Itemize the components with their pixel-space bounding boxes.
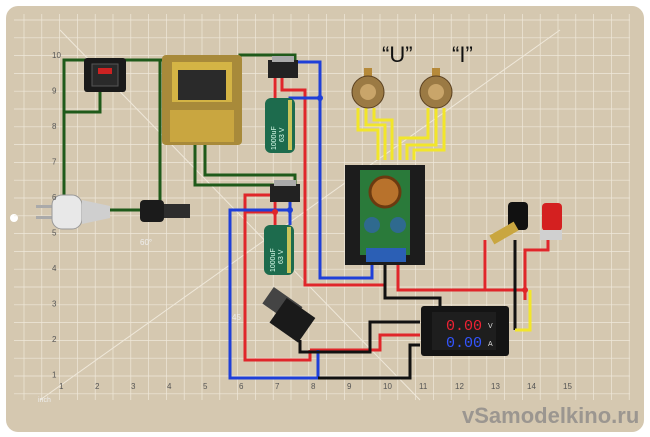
meter-voltage-unit: V bbox=[488, 323, 493, 330]
capacitor-2-capacitance: 1000uF bbox=[270, 248, 277, 272]
ruler-left-number: 1 bbox=[52, 371, 57, 380]
ruler-bottom-number: 4 bbox=[167, 382, 172, 391]
rocker-switch bbox=[84, 58, 126, 92]
ruler-left-number: 10 bbox=[52, 51, 61, 60]
terminal-red bbox=[540, 203, 562, 240]
ruler-bottom-number: 7 bbox=[275, 382, 280, 391]
regulator-bottom bbox=[270, 180, 300, 202]
pot-u-label: “U” bbox=[382, 42, 413, 67]
capacitor-2-voltage: 63 V bbox=[278, 249, 285, 264]
potentiometer-u bbox=[351, 68, 385, 109]
power-plug bbox=[36, 194, 110, 230]
ruler-left-number: 4 bbox=[52, 264, 57, 273]
buck-converter-module bbox=[345, 165, 425, 265]
mat-hole bbox=[10, 214, 18, 222]
ruler-unit-label: inch bbox=[38, 397, 51, 404]
ruler-bottom-number: 12 bbox=[455, 382, 464, 391]
angle-60-label: 60° bbox=[140, 238, 152, 247]
ruler-left-number: 5 bbox=[52, 229, 57, 238]
ruler-bottom-number: 10 bbox=[383, 382, 392, 391]
ruler-left-number: 6 bbox=[52, 193, 57, 202]
capacitor-1-capacitance: 1000uF bbox=[271, 126, 278, 150]
ruler-left-number: 3 bbox=[52, 300, 57, 309]
terminal-black bbox=[489, 202, 528, 245]
ruler-bottom-number: 1 bbox=[59, 382, 64, 391]
angle-45-label: 45 bbox=[232, 313, 241, 322]
meter-current-unit: A bbox=[488, 341, 493, 348]
ruler-bottom-number: 15 bbox=[563, 382, 572, 391]
meter-voltage: 0.00 bbox=[446, 318, 482, 335]
ruler-bottom-number: 13 bbox=[491, 382, 500, 391]
ruler-bottom-number: 6 bbox=[239, 382, 244, 391]
ruler-bottom-number: 2 bbox=[95, 382, 100, 391]
transformer bbox=[162, 55, 242, 145]
capacitor-1: 1000uF 63 V bbox=[265, 98, 295, 153]
ruler-left-number: 7 bbox=[52, 158, 57, 167]
yellow-wires bbox=[356, 108, 532, 332]
meter-current: 0.00 bbox=[446, 335, 482, 352]
pot-i-label: “I” bbox=[452, 42, 473, 67]
regulator-top bbox=[268, 56, 298, 78]
junction-dots bbox=[272, 95, 528, 293]
capacitor-1-voltage: 63 V bbox=[279, 127, 286, 142]
black-wires bbox=[298, 240, 517, 380]
ruler-bottom-number: 3 bbox=[131, 382, 136, 391]
power-transistor bbox=[262, 287, 316, 343]
potentiometer-i bbox=[419, 68, 453, 109]
ruler-bottom-number: 9 bbox=[347, 382, 352, 391]
capacitor-2: 1000uF 63 V bbox=[264, 225, 294, 275]
ruler-left-number: 2 bbox=[52, 335, 57, 344]
ruler-left: 10 9 8 7 6 5 4 3 2 1 bbox=[52, 51, 61, 380]
volt-amp-meter: 0.00 V 0.00 A bbox=[421, 306, 509, 356]
fuse-holder bbox=[140, 200, 190, 222]
ruler-left-number: 9 bbox=[52, 87, 57, 96]
ruler-bottom-number: 14 bbox=[527, 382, 536, 391]
mat-diagonal bbox=[39, 29, 561, 401]
watermark: vSamodelkino.ru bbox=[462, 403, 639, 428]
ruler-bottom-number: 5 bbox=[203, 382, 208, 391]
ruler-bottom-number: 8 bbox=[311, 382, 316, 391]
ruler-left-number: 8 bbox=[52, 122, 57, 131]
ruler-bottom-number: 11 bbox=[419, 382, 428, 391]
